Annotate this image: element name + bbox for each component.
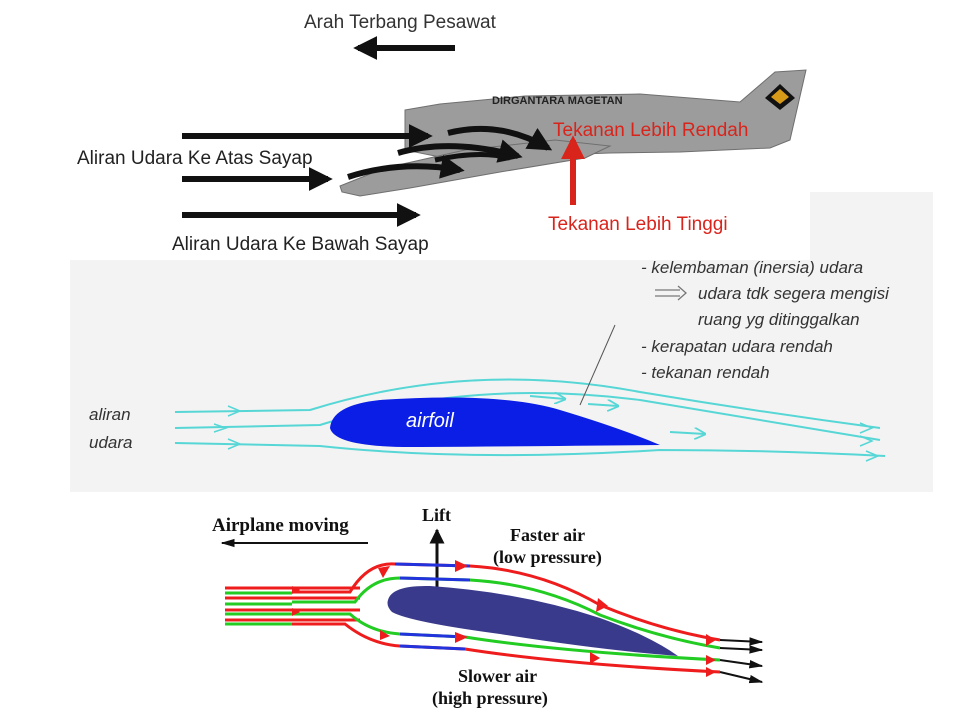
note-not-filled: udara tdk segera mengisi <box>698 284 889 303</box>
slower-air-label: Slower air <box>458 666 538 686</box>
airplane-wing <box>339 139 612 197</box>
lower-streamline-1 <box>292 612 721 662</box>
tail-logo-icon <box>765 84 795 110</box>
flow-curve-2 <box>397 139 523 163</box>
upper-streamline-1 <box>292 562 721 642</box>
airfoil-label: airfoil <box>406 410 454 432</box>
upper-streamline-2 <box>292 576 721 650</box>
flow-curve-1 <box>447 125 553 151</box>
streamline-6 <box>669 432 705 434</box>
lower-streamline-2 <box>292 622 721 674</box>
plane-name-label: DIRGANTARA MAGETAN <box>492 95 623 107</box>
note-space-left: ruang yg ditinggalkan <box>698 310 860 329</box>
flow-curve-3 <box>347 155 465 180</box>
airfoil-shape <box>330 397 660 448</box>
note-low-density: - kerapatan udara rendah <box>641 337 833 356</box>
lift-label: Lift <box>422 505 451 525</box>
double-arrow-icon <box>655 285 687 301</box>
flow-label-line2: udara <box>89 433 133 452</box>
streamline-4 <box>529 396 565 399</box>
low-pressure-label: Tekanan Lebih Rendah <box>553 120 749 141</box>
note-pointer-line <box>579 324 616 406</box>
low-pressure-note: (low pressure) <box>493 547 602 567</box>
flight-direction-label: Arah Terbang Pesawat <box>304 12 496 33</box>
flow-label-line1: aliran <box>89 405 131 424</box>
high-pressure-note: (high pressure) <box>432 688 548 708</box>
high-pressure-label: Tekanan Lebih Tinggi <box>548 214 728 235</box>
flow-bottom-label: Aliran Udara Ke Bawah Sayap <box>172 234 429 255</box>
note-inertia: - kelembaman (inersia) udara <box>641 258 864 277</box>
faster-air-label: Faster air <box>510 525 586 545</box>
streamline-3 <box>174 442 886 457</box>
panel1-bottom-background <box>70 192 810 260</box>
wing-shape <box>387 585 678 656</box>
airplane-moving-label: Airplane moving <box>212 515 349 536</box>
note-low-pressure: - tekanan rendah <box>641 363 770 382</box>
flow-curve-4 <box>434 151 511 163</box>
streamline-5 <box>587 404 618 406</box>
streamline-1 <box>174 378 881 429</box>
flow-top-label: Aliran Udara Ke Atas Sayap <box>77 148 313 169</box>
